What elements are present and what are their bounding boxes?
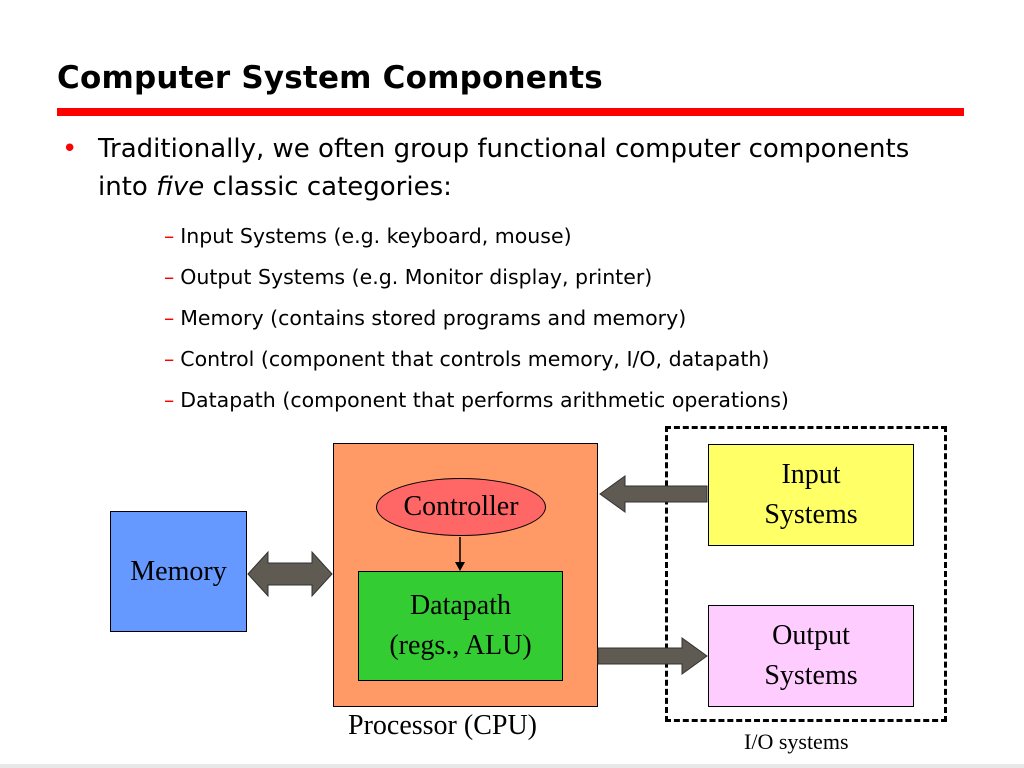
- list-item-text: Datapath (component that performs arithm…: [180, 388, 789, 412]
- bullet-text-before: Traditionally, we often group functional…: [98, 134, 910, 202]
- output-systems-box: Output Systems: [708, 605, 914, 707]
- list-item: –Control (component that controls memory…: [164, 339, 984, 380]
- list-item-text: Memory (contains stored programs and mem…: [180, 306, 687, 330]
- bullet-text-after: classic categories:: [204, 172, 452, 202]
- list-item: –Datapath (component that performs arith…: [164, 380, 984, 421]
- memory-label: Memory: [130, 555, 227, 587]
- datapath-label: Datapath: [409, 590, 512, 621]
- datapath-sublabel: (regs., ALU): [389, 630, 532, 661]
- bullet-dot-icon: •: [62, 134, 78, 164]
- footer-divider: [0, 764, 1024, 768]
- memory-cpu-double-arrow: [247, 550, 333, 598]
- processor-label: Processor (CPU): [348, 710, 537, 741]
- list-item: –Memory (contains stored programs and me…: [164, 298, 984, 339]
- list-item-text: Input Systems (e.g. keyboard, mouse): [180, 224, 572, 248]
- list-item: –Output Systems (e.g. Monitor display, p…: [164, 257, 984, 298]
- io-systems-label: I/O systems: [744, 729, 849, 754]
- memory-box: Memory: [110, 511, 247, 632]
- controller-ellipse: Controller: [376, 478, 546, 536]
- list-item-text: Control (component that controls memory,…: [180, 347, 770, 371]
- bullet-emphasis: five: [156, 172, 205, 202]
- dash-icon: –: [164, 306, 175, 330]
- category-list: –Input Systems (e.g. keyboard, mouse) –O…: [164, 216, 984, 421]
- main-bullet-text: Traditionally, we often group functional…: [98, 130, 958, 206]
- dash-icon: –: [164, 224, 175, 248]
- input-label-line1: Input: [781, 459, 841, 490]
- output-label-line1: Output: [772, 620, 850, 651]
- slide-title: Computer System Components: [57, 60, 603, 96]
- dash-icon: –: [164, 347, 175, 371]
- dash-icon: –: [164, 388, 175, 412]
- dash-icon: –: [164, 265, 175, 289]
- list-item-text: Output Systems (e.g. Monitor display, pr…: [180, 265, 653, 289]
- io-systems-group: [665, 426, 947, 722]
- datapath-box: Datapath (regs., ALU): [358, 571, 563, 681]
- output-label-line2: Systems: [764, 660, 858, 691]
- controller-label: Controller: [403, 491, 519, 522]
- input-systems-box: Input Systems: [708, 444, 914, 546]
- list-item: –Input Systems (e.g. keyboard, mouse): [164, 216, 984, 257]
- title-underline: [57, 108, 964, 116]
- input-label-line2: Systems: [764, 499, 858, 530]
